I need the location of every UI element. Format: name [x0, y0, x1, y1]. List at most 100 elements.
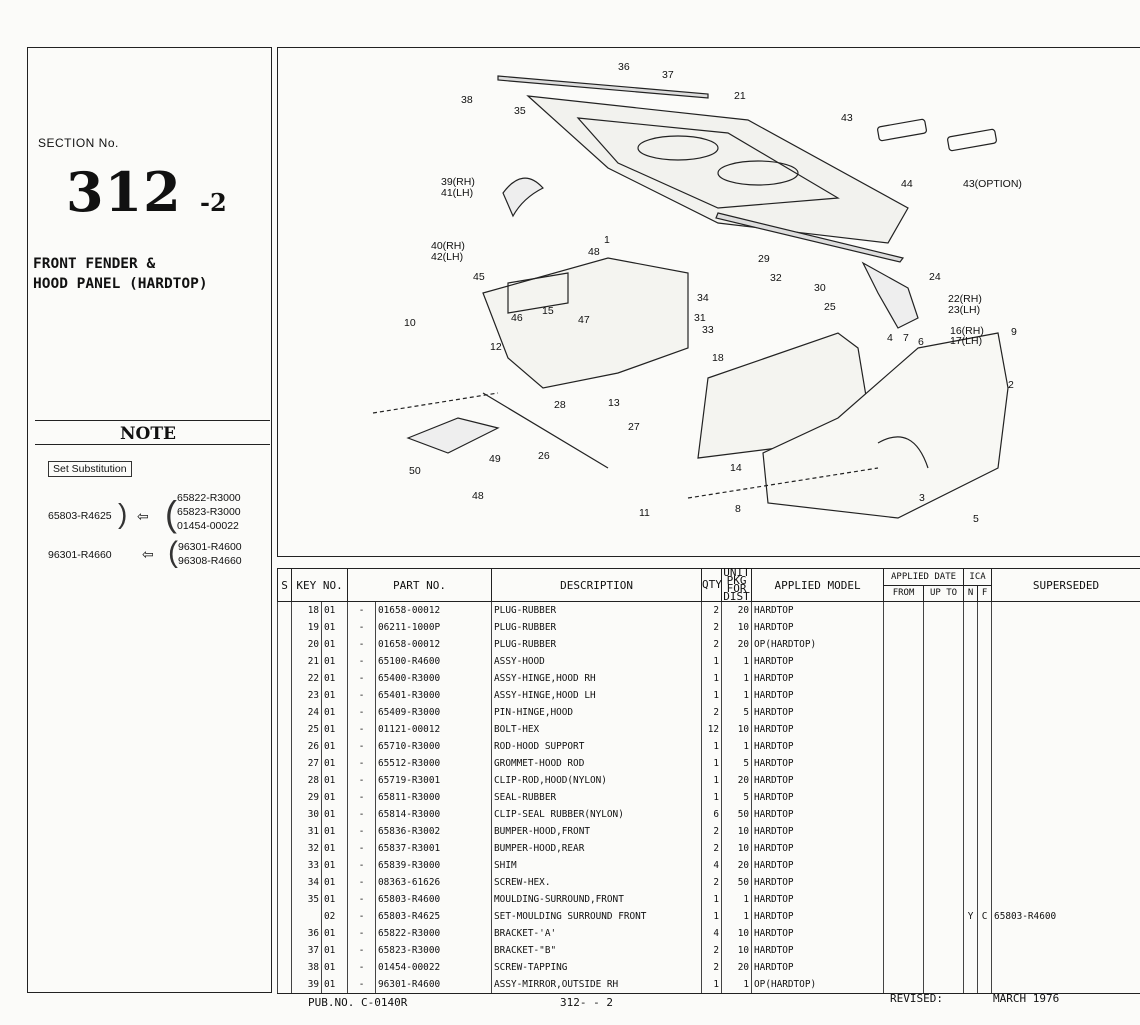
cell-model: OP(HARDTOP): [751, 636, 885, 653]
cell-from: [883, 619, 925, 636]
cell-unit: 10: [721, 925, 753, 942]
seal-rubber: [715, 212, 905, 263]
cell-dash: -: [347, 874, 377, 891]
cell-sub: 01: [320, 772, 349, 789]
cell-n: [963, 601, 979, 619]
callout-38: 38: [461, 94, 473, 106]
col-upto: UP TO: [923, 584, 965, 602]
cell-n: [963, 687, 979, 704]
cell-part: 65409-R3000: [375, 704, 493, 721]
cell-qty: 2: [701, 959, 723, 976]
cell-dash: -: [347, 891, 377, 908]
cell-dash: -: [347, 857, 377, 874]
cell-from: [883, 636, 925, 653]
cell-qty: 2: [701, 942, 723, 959]
cell-dash: -: [347, 772, 377, 789]
cell-unit: 10: [721, 721, 753, 738]
callout-47: 47: [578, 314, 590, 326]
cell-model: HARDTOP: [751, 738, 885, 755]
cell-upto: [923, 823, 965, 840]
cell-sup: [991, 959, 1140, 976]
callout-6: 6: [918, 336, 924, 348]
cell-dash: -: [347, 636, 377, 653]
cell-from: [883, 670, 925, 687]
cell-dash: -: [347, 908, 377, 925]
cell-unit: 1: [721, 738, 753, 755]
cell-model: HARDTOP: [751, 721, 885, 738]
callout-42lh: 42(LH): [431, 251, 463, 263]
cell-model: OP(HARDTOP): [751, 976, 885, 994]
cell-f: [977, 942, 993, 959]
table-header-row: S KEY NO. PART NO. DESCRIPTION QTY UNIT …: [277, 567, 1140, 602]
cell-from: [883, 653, 925, 670]
brace-icon: (: [168, 536, 178, 569]
cell-model: HARDTOP: [751, 653, 885, 670]
cell-from: [883, 687, 925, 704]
cell-model: HARDTOP: [751, 755, 885, 772]
cell-sup: [991, 806, 1140, 823]
cell-upto: [923, 857, 965, 874]
cell-s: [277, 789, 292, 806]
cell-sup: 65803-R4600: [991, 908, 1140, 925]
cell-dash: -: [347, 619, 377, 636]
cell-upto: [923, 942, 965, 959]
cell-upto: [923, 619, 965, 636]
cell-qty: 2: [701, 823, 723, 840]
cell-dash: -: [347, 976, 377, 994]
cell-sup: [991, 942, 1140, 959]
cell-desc: GROMMET-HOOD ROD: [491, 755, 703, 772]
callout-10: 10: [404, 317, 416, 329]
cell-model: HARDTOP: [751, 806, 885, 823]
cell-upto: [923, 772, 965, 789]
cell-part: 65803-R4625: [375, 908, 493, 925]
cell-n: [963, 755, 979, 772]
hood-inner-frame: [576, 117, 840, 209]
cell-sub: 01: [320, 601, 349, 619]
cell-upto: [923, 738, 965, 755]
cell-part: 01658-00012: [375, 636, 493, 653]
callout-32: 32: [770, 272, 782, 284]
cell-sub: 01: [320, 976, 349, 994]
cell-upto: [923, 704, 965, 721]
cell-model: HARDTOP: [751, 687, 885, 704]
page-number: 312- - 2: [560, 996, 613, 1009]
cell-sub: 01: [320, 687, 349, 704]
cell-s: [277, 636, 292, 653]
cell-model: HARDTOP: [751, 874, 885, 891]
cell-desc: PLUG-RUBBER: [491, 636, 703, 653]
cell-n: [963, 636, 979, 653]
cell-s: [277, 942, 292, 959]
callout-46: 46: [511, 312, 523, 324]
cell-desc: SET-MOULDING SURROUND FRONT: [491, 908, 703, 925]
cell-s: [277, 687, 292, 704]
substitution-to: 65823-R3000: [177, 506, 241, 518]
cell-from: [883, 704, 925, 721]
cell-f: [977, 755, 993, 772]
callout-11: 11: [639, 507, 650, 519]
cell-part: 65837-R3001: [375, 840, 493, 857]
callout-26: 26: [538, 450, 550, 462]
cell-part: 65512-R3000: [375, 755, 493, 772]
cell-unit: 20: [721, 857, 753, 874]
cell-part: 01454-00022: [375, 959, 493, 976]
cell-unit: 5: [721, 755, 753, 772]
cell-key: 36: [291, 925, 322, 942]
cell-from: [883, 857, 925, 874]
cell-qty: 2: [701, 636, 723, 653]
cell-s: [277, 857, 292, 874]
cell-model: HARDTOP: [751, 670, 885, 687]
cell-sub: 02: [320, 908, 349, 925]
cell-f: [977, 976, 993, 994]
cell-sup: [991, 772, 1140, 789]
col-s: S: [277, 568, 292, 602]
cell-unit: 1: [721, 976, 753, 994]
cell-s: [277, 772, 292, 789]
cell-desc: PIN-HINGE,HOOD: [491, 704, 703, 721]
option-mirror: [947, 128, 997, 152]
callout-37: 37: [662, 69, 674, 81]
